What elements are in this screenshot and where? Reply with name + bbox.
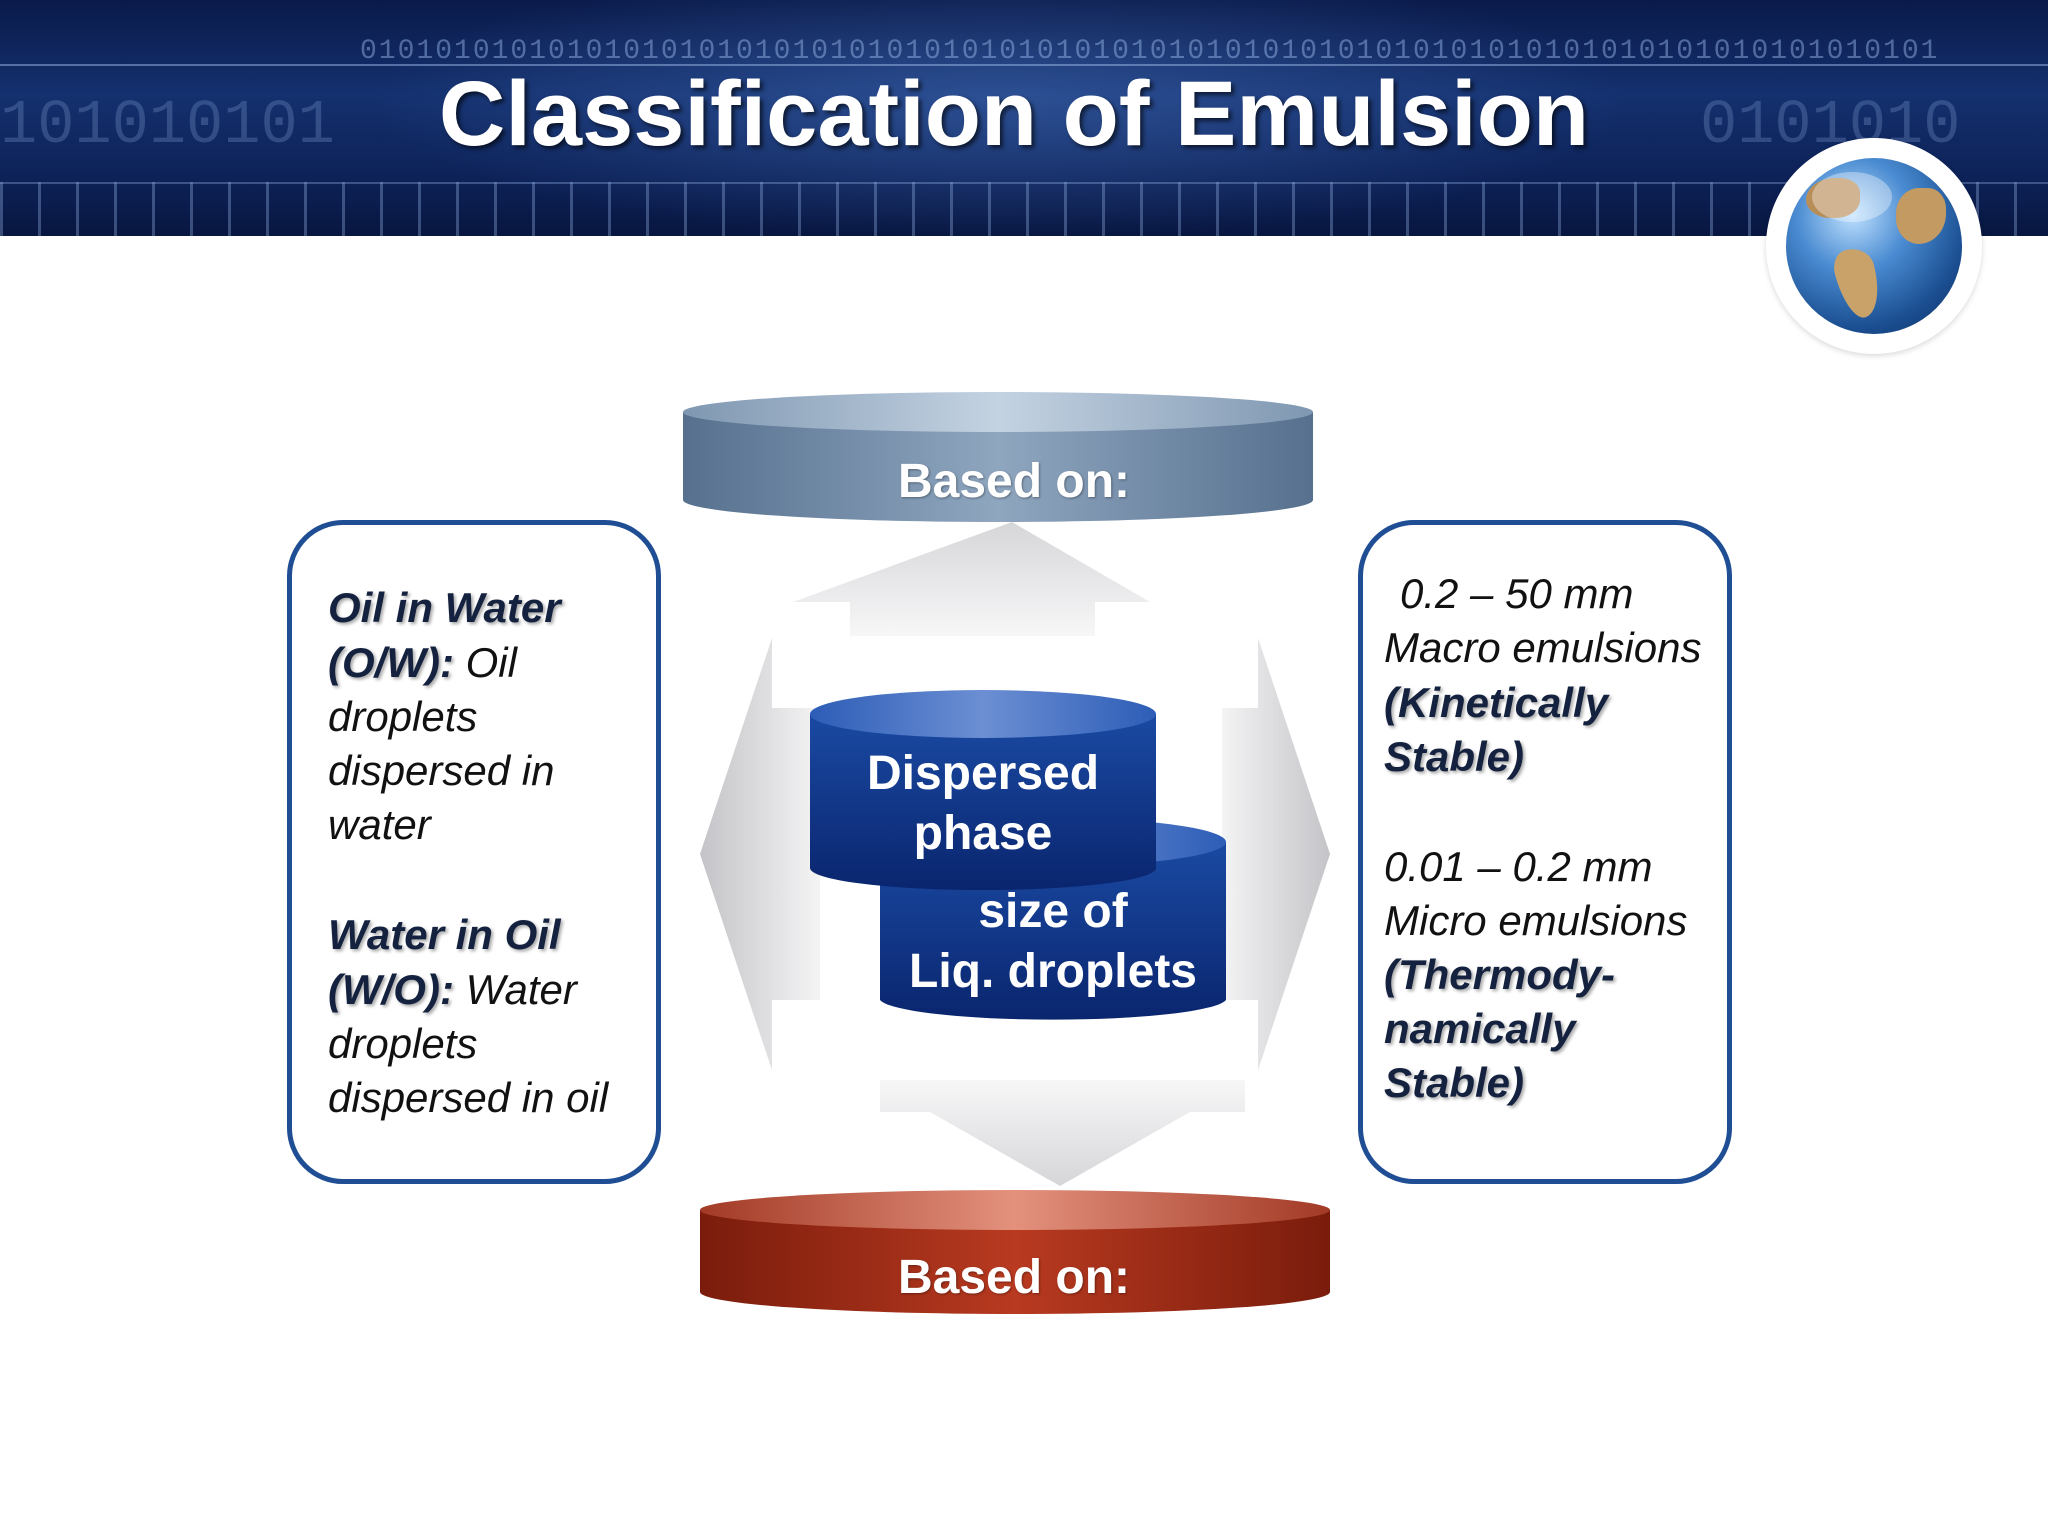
micro-name: Micro emulsions: [1384, 897, 1688, 944]
macro-qualifier-2: Stable): [1384, 733, 1525, 780]
micro-qualifier-3: Stable): [1384, 1059, 1525, 1106]
macro-name: Macro emulsions: [1384, 624, 1702, 671]
size-of-droplets-line1: size of: [978, 885, 1128, 938]
header-rule: [0, 64, 2048, 66]
globe-icon: [1786, 158, 1962, 334]
globe-logo: [1766, 138, 1982, 354]
ow-abbr: (O/W):: [328, 639, 454, 686]
header-circuit-pattern: [0, 182, 2048, 236]
top-based-on-disc: [683, 392, 1313, 522]
micro-qualifier-2: namically: [1384, 1005, 1576, 1052]
ow-desc-3: dispersed in: [328, 747, 555, 794]
size-of-droplets-line2: Liq. droplets: [909, 945, 1197, 998]
header-binary-left: 101010101: [0, 90, 335, 161]
wo-abbr: (W/O):: [328, 966, 454, 1013]
arrow-up: [793, 522, 1150, 636]
wo-line: (W/O): Water: [328, 963, 577, 1017]
wo-desc-2: droplets: [328, 1020, 478, 1067]
dispersed-phase-line2: phase: [913, 807, 1053, 860]
wo-desc-1: Water: [465, 966, 577, 1013]
arrow-left: [700, 638, 820, 1070]
ow-line: (O/W): Oil: [328, 636, 517, 690]
size-of-droplets-label: size of Liq. droplets: [880, 882, 1226, 1002]
arrow-down: [880, 1080, 1245, 1186]
macro-range: 0.2 – 50 mm: [1400, 570, 1634, 617]
arrow-right: [1222, 638, 1330, 1070]
ow-desc-2: droplets: [328, 693, 478, 740]
micro-range: 0.01 – 0.2 mm: [1384, 843, 1653, 890]
ow-desc-4: water: [328, 801, 431, 848]
wo-title: Water in Oil: [328, 911, 561, 958]
header-glow: [0, 0, 2048, 236]
page-title: Classification of Emulsion: [438, 63, 1590, 165]
bottom-based-on-label: Based on:: [897, 1251, 1131, 1304]
ow-title: Oil in Water: [328, 584, 561, 631]
micro-qualifier-1: (Thermody-: [1384, 951, 1615, 998]
droplet-size-box: [1358, 520, 1732, 1184]
dispersed-phase-label: Dispersed phase: [810, 744, 1156, 864]
header-binary-strip: 0101010101010101010101010101010101010101…: [360, 36, 1940, 67]
ow-desc-1: Oil: [465, 639, 517, 686]
macro-qualifier-1: (Kinetically: [1384, 679, 1609, 726]
dispersed-phase-cylinder: [810, 690, 1156, 890]
top-based-on-label: Based on:: [897, 455, 1131, 508]
dispersed-phase-line1: Dispersed: [866, 747, 1100, 800]
wo-desc-3: dispersed in oil: [328, 1074, 609, 1121]
emulsion-type-box: [287, 520, 661, 1184]
bottom-based-on-disc: [700, 1190, 1330, 1314]
header-banner: 0101010101010101010101010101010101010101…: [0, 0, 2048, 236]
